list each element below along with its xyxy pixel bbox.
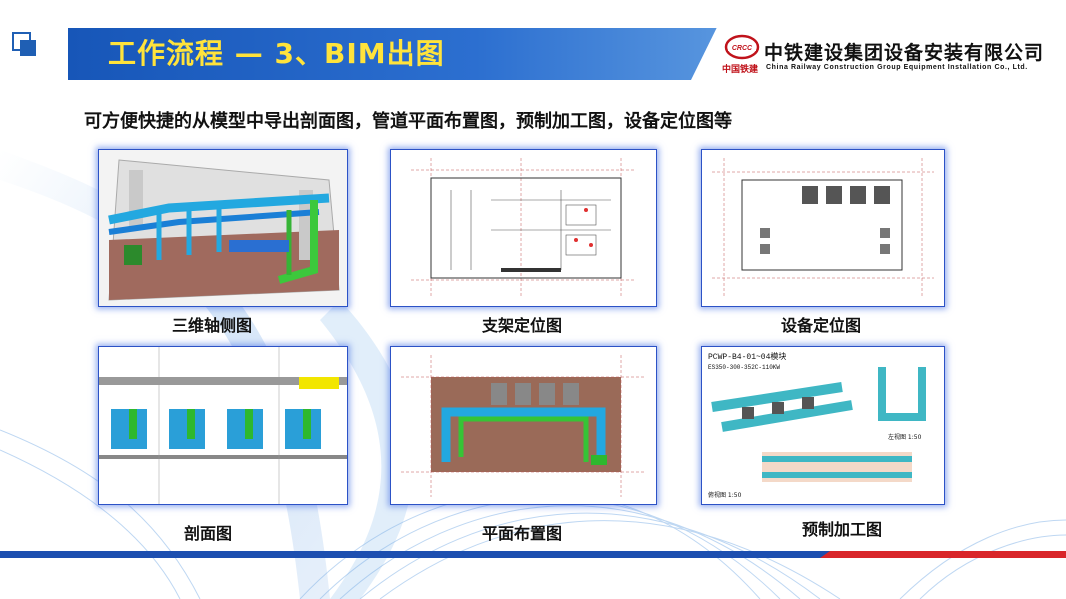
caption-support-location: 支架定位图 [481, 316, 562, 335]
crcc-logo-icon: CRCC [724, 34, 760, 60]
prefabrication-drawing: PCWP-B4-01~04模块 ES350-300-352C-110KW 左视图… [702, 347, 944, 504]
corner-square-filled [20, 40, 36, 56]
figure-3d-isometric [98, 149, 348, 307]
svg-text:CRCC: CRCC [732, 45, 753, 52]
support-plan-drawing [391, 150, 656, 306]
caption-plan-layout: 平面布置图 [481, 524, 562, 543]
figure-equipment-location [701, 149, 945, 307]
header-bar [68, 28, 748, 80]
page-title: 工作流程 — 3、BIM出图 [108, 37, 445, 70]
equipment-plan-drawing [702, 150, 944, 306]
figure-plan-layout [390, 346, 657, 505]
bottom-stripe-decoration [0, 551, 1066, 558]
svg-text:PCWP-B4-01~04模块: PCWP-B4-01~04模块 [708, 351, 786, 362]
caption-prefabrication: 预制加工图 [801, 520, 882, 539]
svg-text:左视图 1:50: 左视图 1:50 [888, 433, 922, 441]
slide-subtitle: 可方便快捷的从模型中导出剖面图，管道平面布置图，预制加工图，设备定位图等 [84, 111, 732, 132]
figure-prefabrication: PCWP-B4-01~04模块 ES350-300-352C-110KW 左视图… [701, 346, 945, 505]
isometric-model-image [99, 150, 347, 306]
logo-panel [690, 26, 1035, 82]
logo-subtext: 中国铁建 [722, 65, 759, 75]
svg-text:ES350-300-352C-110KW: ES350-300-352C-110KW [708, 364, 780, 371]
svg-text:俯视图 1:50: 俯视图 1:50 [708, 491, 742, 499]
figure-section [98, 346, 348, 505]
figure-support-location [390, 149, 657, 307]
company-name-en: China Railway Construction Group Equipme… [766, 64, 1028, 71]
plan-layout-drawing [391, 347, 656, 504]
caption-equipment-location: 设备定位图 [780, 316, 861, 335]
section-drawing [99, 347, 347, 504]
company-name-cn: 中铁建设集团设备安装有限公司 [764, 42, 1045, 64]
caption-3d-isometric: 三维轴侧图 [171, 316, 252, 335]
caption-section: 剖面图 [183, 524, 232, 543]
